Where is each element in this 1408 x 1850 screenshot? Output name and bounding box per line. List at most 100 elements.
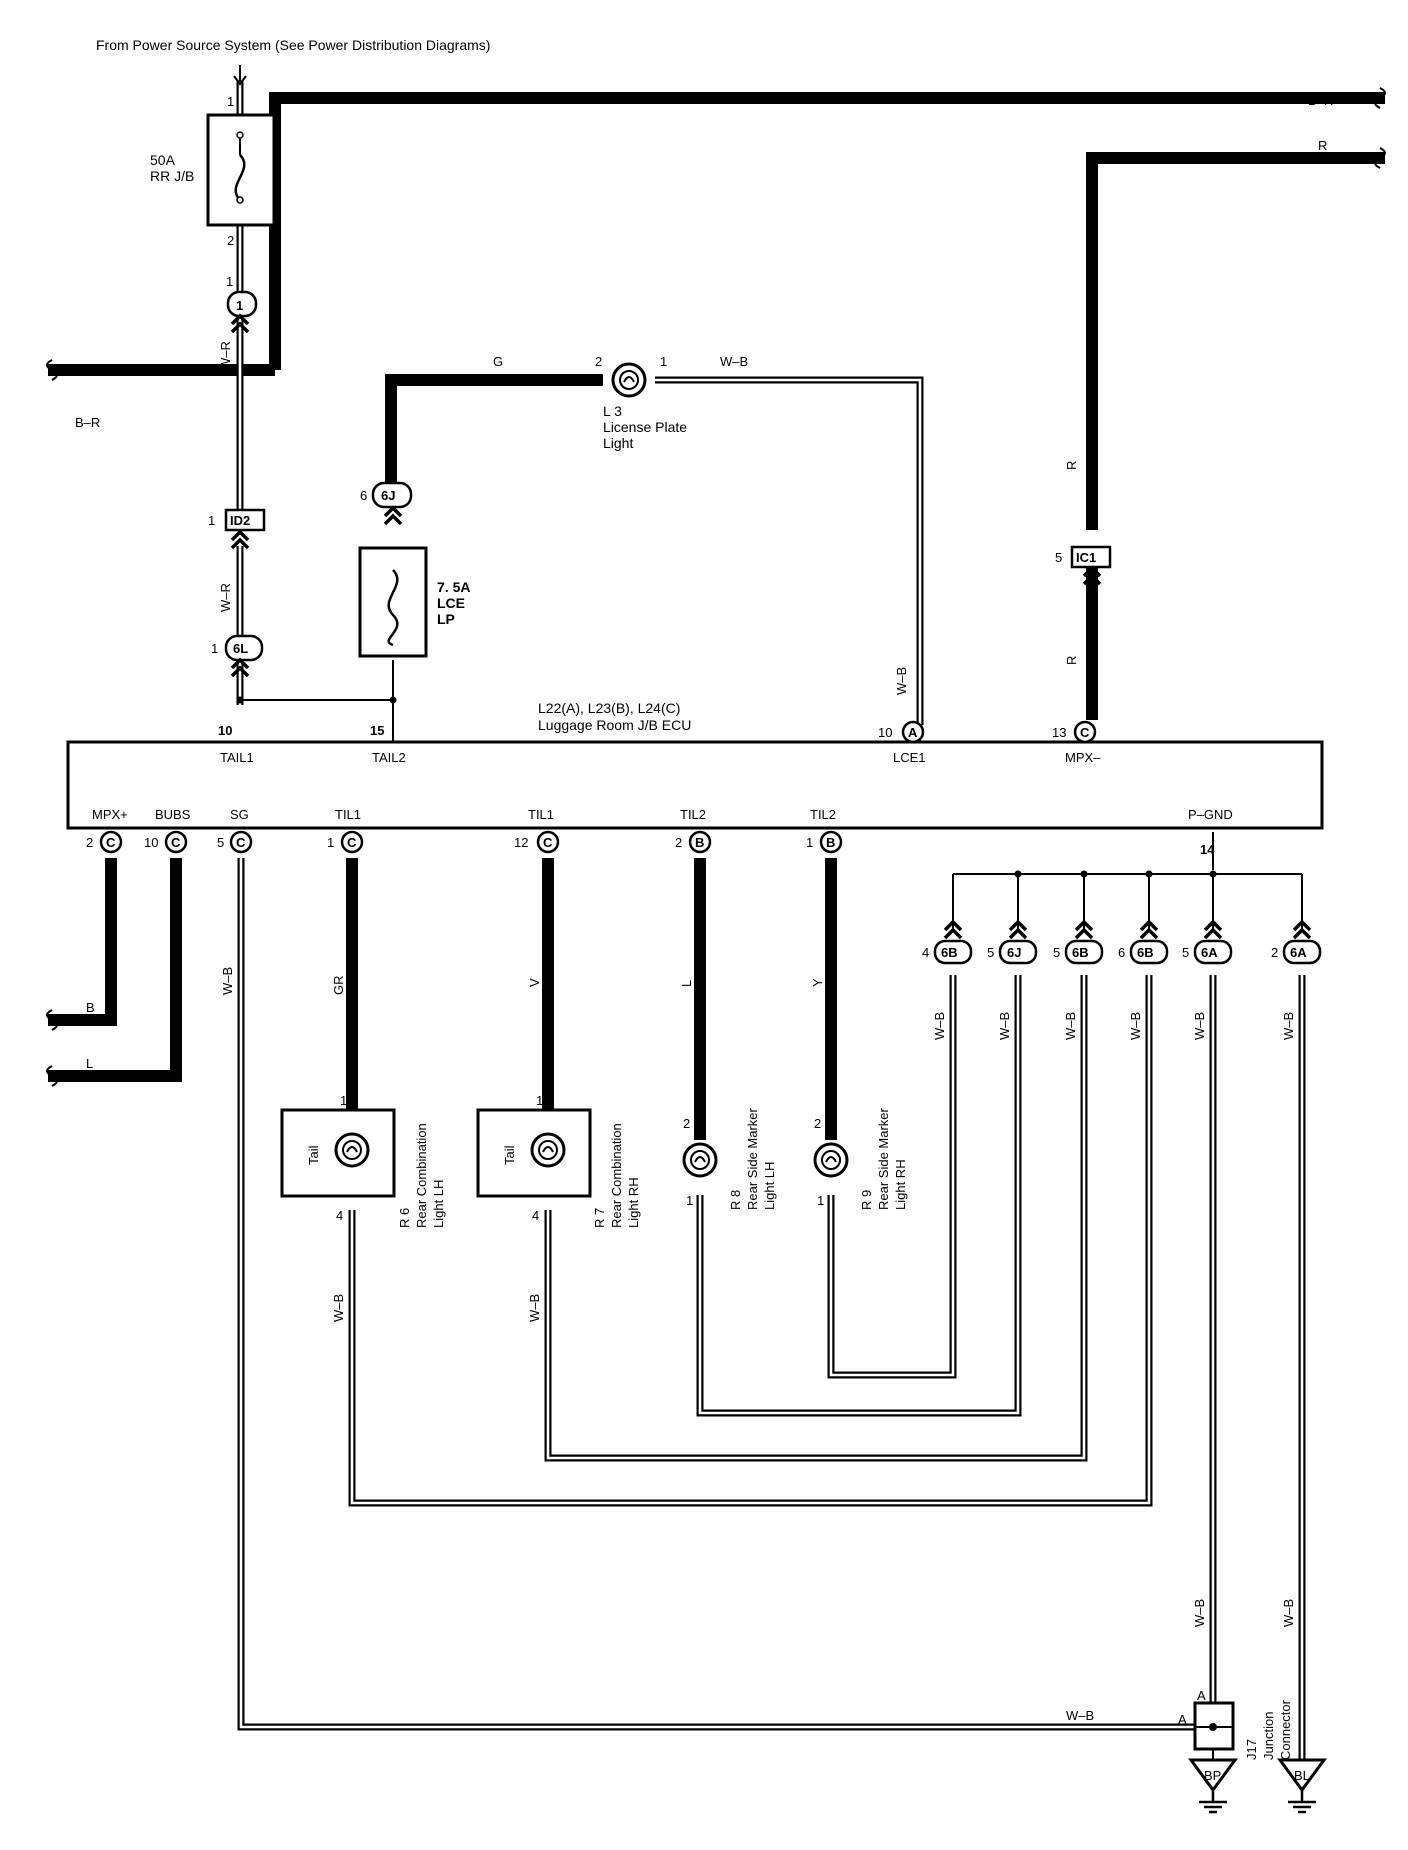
g5-pin: 5 [1182,945,1189,960]
thin-wires [233,65,1303,1760]
pin-bubs-letter: C [171,835,181,850]
pin-til1a-letter: C [347,835,357,850]
pin-sg-letter: C [236,835,246,850]
label-wb-lce: W–B [894,667,909,695]
label-wb-g6: W–B [1281,1012,1296,1040]
connector-ic1: IC1 [1076,550,1096,565]
g4-pin: 6 [1118,945,1125,960]
label-y: Y [810,978,825,987]
g5-label: 6A [1201,945,1218,960]
label-wb-j17: W–B [1192,1599,1207,1627]
r7-name: Rear Combination [609,1123,624,1228]
label-wb-g1: W–B [932,1012,947,1040]
ground-bp-label: BP [1204,1768,1221,1783]
g6-pin: 2 [1271,945,1278,960]
pin-mpxm-num: 13 [1052,725,1066,740]
wire-g [385,374,603,490]
ecu-name: Luggage Room J/B ECU [538,717,691,733]
ground-bl-label: BL [1294,1768,1310,1783]
pin-mpxp-letter: C [106,835,116,850]
g2-label: 6J [1007,945,1021,960]
g3-pin: 5 [1053,945,1060,960]
r8-ref: R 8 [728,1190,743,1210]
ecu-til2-a: TIL2 [680,807,706,822]
rear-combination-light-rh: Tail 1 4 R 7 Rear Combination Light RH [476,1093,641,1228]
label-b: B [86,1000,95,1015]
r6-name2: Light LH [431,1180,446,1228]
r7-ref: R 7 [592,1208,607,1228]
j17-pin-top: A [1197,1688,1206,1703]
fuse-50a-pin-out: 2 [227,233,234,248]
g3-label: 6B [1072,945,1089,960]
rear-combination-light-lh: Tail 1 4 R 6 Rear Combination Light LH [280,1093,446,1228]
pin-til2b-num: 1 [806,835,813,850]
fuse-50a-pin-in: 1 [227,94,234,109]
wire-br-top [269,92,1385,370]
ecu-tail2: TAIL2 [372,750,406,765]
l3-name2: Light [603,435,633,451]
ecu-lce1: LCE1 [893,750,926,765]
pin-mpxm-letter: C [1080,725,1090,740]
pin-tail1: 10 [218,723,232,738]
ecu-pgnd: P–GND [1188,807,1233,822]
pin-til2b-letter: B [826,835,835,850]
fuse-lce: 7. 5A LCE LP [358,546,470,658]
r8-pin-top: 2 [683,1116,690,1131]
l3-pin-right: 1 [660,354,667,369]
r9-name: Rear Side Marker [876,1107,891,1210]
r6-pin-top: 1 [340,1093,347,1108]
ecu-mpx-plus: MPX+ [92,807,128,822]
r6-tag: Tail [306,1145,321,1165]
g4-label: 6B [1137,945,1154,960]
upper-connectors: 1 1 ID2 1 6L 1 6J 6 IC1 5 [208,274,1112,678]
pin-lce1-letter: A [908,725,918,740]
ground-bp: BP [1189,1758,1237,1814]
ground-connectors: 6B 4 6J 5 6B 5 6B 6 6A 5 6A 2 [922,920,1322,965]
ground-bl: BL [1278,1758,1326,1814]
ecu-til1-b: TIL1 [528,807,554,822]
ecu-pins: A 10 C 13 C 2 C 10 C 5 C 1 C 12 B 2 B 1 … [86,720,1215,857]
pin-ic1: 5 [1055,550,1062,565]
pin-6l: 1 [211,641,218,656]
ecu-til2-b: TIL2 [810,807,836,822]
l3-name: License Plate [603,419,687,435]
double-wires [236,80,1306,1760]
r7-pin-bot: 4 [532,1208,539,1223]
label-l: L [86,1056,93,1071]
label-wr-upper: W–R [218,341,233,370]
r8-name: Rear Side Marker [745,1107,760,1210]
l3-pin-left: 2 [595,354,602,369]
pin-6j: 6 [360,488,367,503]
label-gr: GR [331,976,346,996]
r8-name2: Light LH [762,1162,777,1210]
g6-label: 6A [1290,945,1307,960]
fuse-50a-location: RR J/B [150,168,194,184]
label-wb-g3: W–B [1063,1012,1078,1040]
wire-ends [46,87,1386,1087]
fuse-lce-rating: 7. 5A [437,579,470,595]
junction-connector-j17: A A J17 Junction Connector [1178,1688,1293,1760]
pin-til1a-num: 1 [327,835,334,850]
label-wb-r7: W–B [527,1294,542,1322]
r9-pin-top: 2 [814,1116,821,1131]
pin-lce1-num: 10 [878,725,892,740]
wire-r-top [1086,152,1385,530]
pin-til2a-letter: B [695,835,704,850]
wire-l [48,858,182,1082]
label-wr-lower: W–R [218,583,233,612]
ecu-tail1: TAIL1 [220,750,254,765]
r6-ref: R 6 [397,1208,412,1228]
pin-pgnd-num: 14 [1200,842,1215,857]
j17-name: Junction [1261,1712,1276,1760]
label-r-top: R [1318,138,1327,153]
pin-til1b-num: 12 [514,835,528,850]
r8-pin-bot: 1 [686,1193,693,1208]
ecu-bubs: BUBS [155,807,191,822]
wire-labels-upper: B–R R B–R G W–B W–R W–R R R W–B [75,93,1333,695]
r7-pin-top: 1 [536,1093,543,1108]
pin-mpxp-num: 2 [86,835,93,850]
label-wb-g4: W–B [1128,1012,1143,1040]
label-l2: L [679,980,694,987]
pin-id2: 1 [208,513,215,528]
